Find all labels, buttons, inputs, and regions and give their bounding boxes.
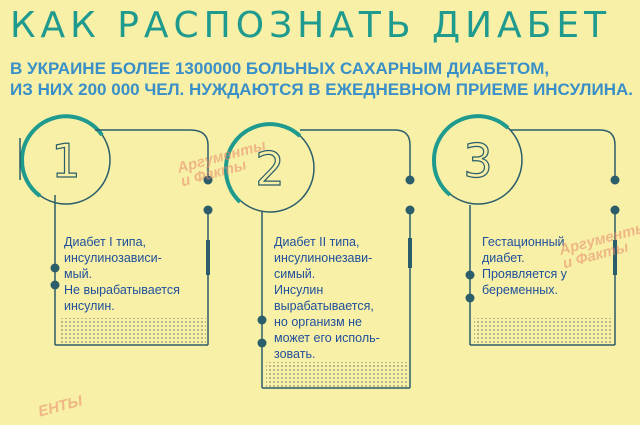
subtitle-line-2: ИЗ НИХ 200 000 ЧЕЛ. НУЖДАЮТСЯ В ЕЖЕДНЕВН… (10, 80, 633, 99)
card-1-line: Не вырабатывается (64, 283, 180, 297)
card-1-line: Диабет I типа, (64, 235, 147, 249)
card-2-number: 2 (255, 142, 285, 196)
card-3-line: диабет. (482, 251, 525, 265)
card-2-line: Диабет II типа, (274, 235, 360, 249)
card-2-line: Инсулин (274, 283, 324, 297)
card-2-line: может его исполь- (274, 331, 380, 345)
card-2-line: инсулинонезави- (274, 251, 373, 265)
card-1-line: инсулинозависи- (64, 251, 162, 265)
card-2-frame (223, 122, 415, 389)
page-title: КАК РАСПОЗНАТЬ ДИАБЕТ (10, 5, 612, 46)
card-1-frame (19, 114, 213, 346)
card-3-number: 3 (463, 134, 493, 188)
card-1-line: инсулин. (64, 299, 115, 313)
card-2-line: вырабатывается, (274, 299, 374, 313)
card-1-description: Диабет I типа, инсулинозависи- мый. Не в… (64, 234, 180, 314)
card-1-number: 1 (51, 134, 81, 188)
card-2-description: Диабет II типа, инсулинонезави- симый. И… (274, 234, 380, 362)
card-3-description: Гестационный диабет. Проявляется у берем… (482, 234, 567, 298)
page-subtitle: В УКРАИНЕ БОЛЕЕ 1300000 БОЛЬНЫХ САХАРНЫМ… (10, 58, 635, 100)
card-3-line: Проявляется у (482, 267, 567, 281)
card-1-line: мый. (64, 267, 93, 281)
card-3-line: беременных. (482, 283, 558, 297)
subtitle-line-1: В УКРАИНЕ БОЛЕЕ 1300000 БОЛЬНЫХ САХАРНЫМ… (10, 59, 550, 78)
card-2-line: зовать. (274, 347, 316, 361)
card-2-line: но организм не (274, 315, 363, 329)
card-3-line: Гестационный (482, 235, 565, 249)
card-2-line: симый. (274, 267, 316, 281)
card-3-frame (431, 114, 620, 346)
